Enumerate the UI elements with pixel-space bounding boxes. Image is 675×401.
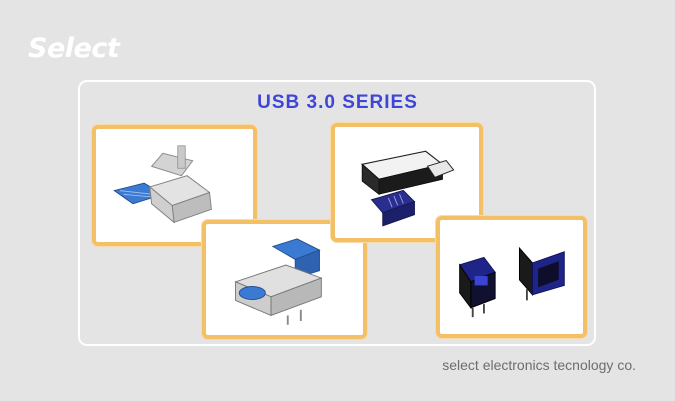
series-title: USB 3.0 SERIES bbox=[257, 92, 418, 113]
usb3-type-b-connector-icon bbox=[458, 246, 565, 318]
usb3-panel-connector-icon bbox=[361, 150, 455, 227]
product-card-type-b[interactable] bbox=[436, 216, 587, 338]
usb3-plug-connector-icon bbox=[113, 145, 212, 224]
brand-logo: Select bbox=[28, 33, 120, 64]
product-card-receptacle[interactable] bbox=[202, 220, 367, 339]
product-panel bbox=[78, 80, 596, 346]
usb3-receptacle-icon bbox=[234, 238, 323, 325]
company-name: select electronics tecnology co. bbox=[442, 357, 636, 373]
